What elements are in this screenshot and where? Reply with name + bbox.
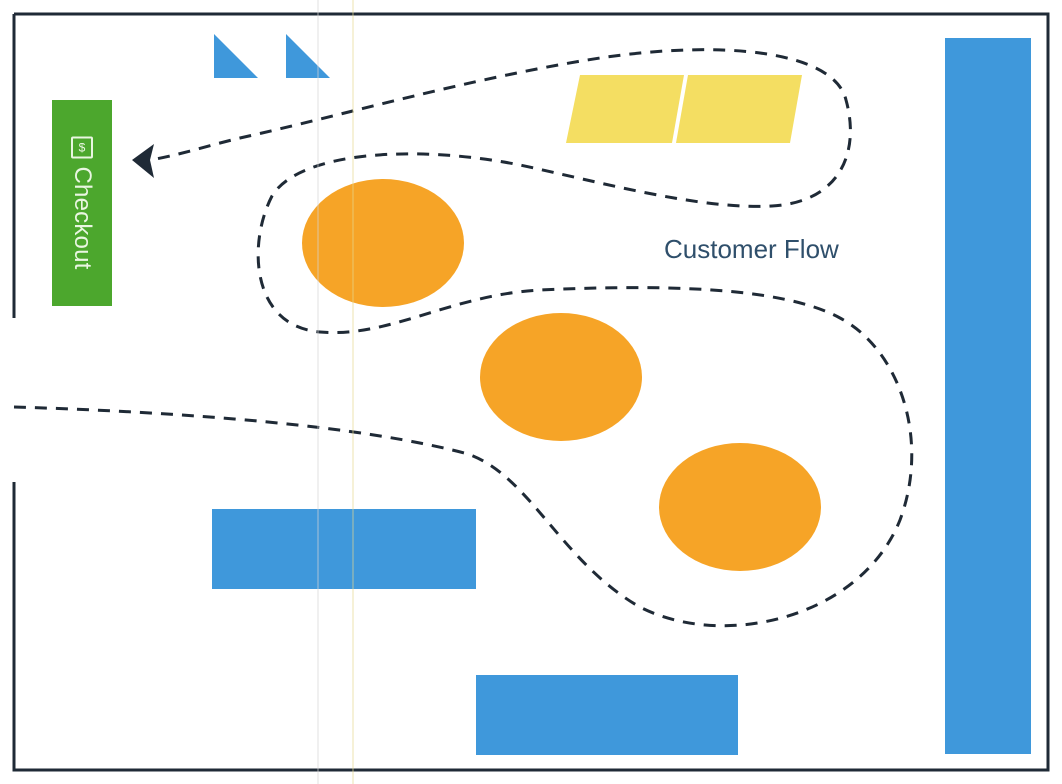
checkout-label-group: Checkout: [68, 136, 96, 270]
checkout-box: Checkout: [52, 100, 112, 306]
checkout-label: Checkout: [69, 166, 96, 270]
customer-flow-path: [13, 48, 914, 628]
blue-triangle-marker-1: [214, 34, 258, 78]
blue-fixture-left: [212, 509, 476, 589]
cash-register-icon: [71, 136, 93, 159]
store-frame: [12, 12, 1050, 772]
arrowhead-icon: [132, 144, 154, 178]
customer-flow-label: Customer Flow: [664, 234, 839, 264]
orange-fixture-bottom: [659, 443, 821, 571]
blue-fixture-bottom: [476, 675, 738, 755]
blue-fixture-right-tall: [945, 38, 1031, 754]
blue-triangle-marker-2: [286, 34, 330, 78]
orange-fixture-top: [302, 179, 464, 307]
yellow-fixture-left: [566, 75, 684, 143]
orange-fixture-middle: [480, 313, 642, 441]
yellow-fixture-right: [676, 75, 802, 143]
